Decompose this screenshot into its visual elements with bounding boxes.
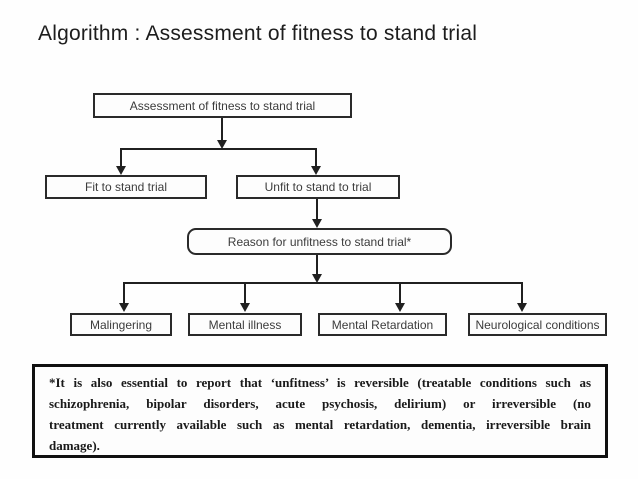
footnote-box: *It is also essential to report that ‘un… (32, 364, 608, 458)
page-title: Algorithm : Assessment of fitness to sta… (38, 22, 478, 45)
flow-node-reason: Reason for unfitness to stand trial* (187, 228, 452, 255)
flow-node-assessment: Assessment of fitness to stand trial (93, 93, 352, 118)
flow-node-fit-label: Fit to stand trial (84, 180, 168, 194)
flow-node-malingering-label: Malingering (89, 317, 153, 332)
flow-node-reason-label: Reason for unfitness to stand trial* (227, 234, 412, 249)
flow-node-malingering: Malingering (70, 313, 172, 336)
flow-node-unfit-label: Unfit to stand to trial (264, 180, 372, 194)
arrowheads (116, 140, 527, 312)
flow-node-neurological-conditions: Neurological conditions (468, 313, 607, 336)
footnote-line: damage). (49, 438, 100, 453)
footnote-line: schizophrenia, bipolar disorders, acute … (49, 396, 591, 411)
flow-node-mental-retardation: Mental Retardation (318, 313, 447, 336)
flow-node-mental-retardation-label: Mental Retardation (331, 317, 434, 332)
flow-node-mental-illness-label: Mental illness (208, 317, 282, 332)
flow-node-fit: Fit to stand trial (45, 175, 207, 199)
footnote-line: treatment currently available such as me… (49, 417, 591, 432)
flow-node-unfit: Unfit to stand to trial (236, 175, 400, 199)
flow-node-assessment-label: Assessment of fitness to stand trial (129, 98, 316, 113)
flow-node-mental-illness: Mental illness (188, 313, 302, 336)
flow-node-neurological-conditions-label: Neurological conditions (475, 317, 600, 332)
footnote-line: *It is also essential to report that ‘un… (49, 375, 591, 390)
